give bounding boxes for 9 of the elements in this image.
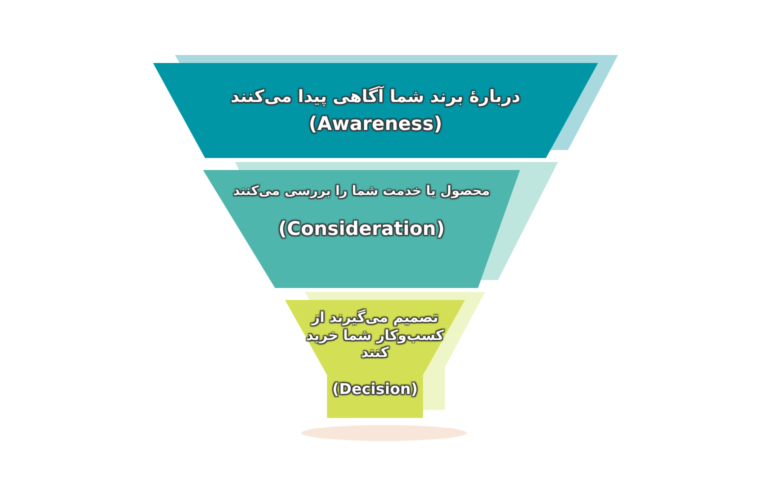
stage-name: (Consideration) (277, 218, 446, 242)
stage-description: تصمیم می‌گیرند از کسب‌وکار شما خرید کنند (305, 310, 445, 362)
stage-name: (Decision) (331, 380, 419, 399)
stage-description: دربارهٔ برند شما آگاهی پیدا می‌کنند (230, 87, 522, 108)
stage-description: محصول یا خدمت شما را بررسی می‌کنند (232, 184, 491, 200)
stage-name: (Awareness) (308, 113, 444, 137)
funnel-stage (203, 170, 520, 288)
funnel-stage (285, 300, 465, 418)
funnel-stage (153, 63, 598, 158)
